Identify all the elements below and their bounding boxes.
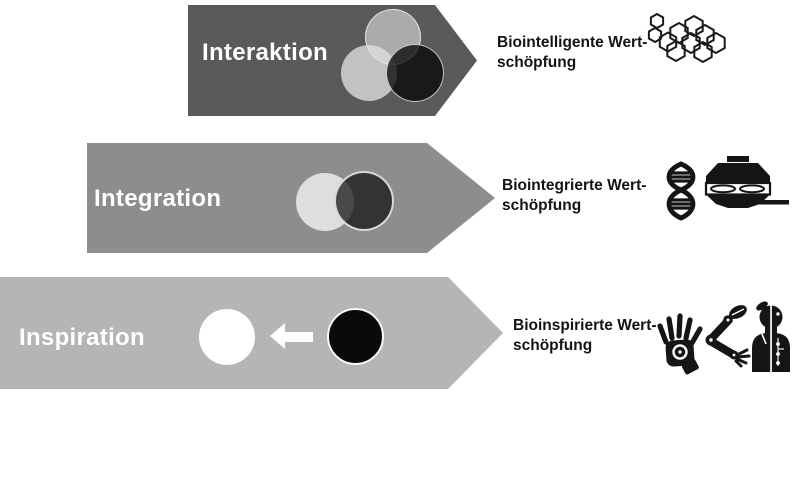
robotic-arm-icon <box>705 305 751 368</box>
dna-icon <box>666 161 696 221</box>
result-text-biointelligente: Biointelligente Wert- schöpfung <box>497 33 647 73</box>
biology-black-circle <box>327 308 384 365</box>
left-arrow-shaft <box>284 331 313 342</box>
left-arrow-icon <box>270 323 314 350</box>
merge-dark-circle <box>334 171 394 231</box>
robotic-hand-icon <box>657 313 703 375</box>
result-text-bioinspirierte: Bioinspirierte Wert- schöpfung <box>513 316 657 356</box>
human-machine-icon <box>752 301 790 372</box>
result-line-1: Biointelligente Wert- <box>497 34 648 51</box>
arrow-banner-integration <box>87 143 495 253</box>
arrow-label-interaktion: Interaktion <box>202 39 328 66</box>
result-line-2: schöpfung <box>502 197 582 214</box>
result-text-biointegrierte: Biointegrierte Wert- schöpfung <box>502 176 646 216</box>
technology-white-circle <box>199 309 255 365</box>
venn-right-circle <box>386 44 444 102</box>
result-line-1: Biointegrierte Wert- <box>502 177 647 194</box>
arrow-label-integration: Integration <box>94 185 222 212</box>
arrow-label-inspiration: Inspiration <box>19 324 145 351</box>
result-line-2: schöpfung <box>513 337 593 354</box>
bioreactor-icon <box>704 156 789 208</box>
result-line-2: schöpfung <box>497 54 577 71</box>
result-line-1: Bioinspirierte Wert- <box>513 317 657 334</box>
left-arrow-head <box>270 323 285 349</box>
molecule-icon <box>647 12 726 64</box>
